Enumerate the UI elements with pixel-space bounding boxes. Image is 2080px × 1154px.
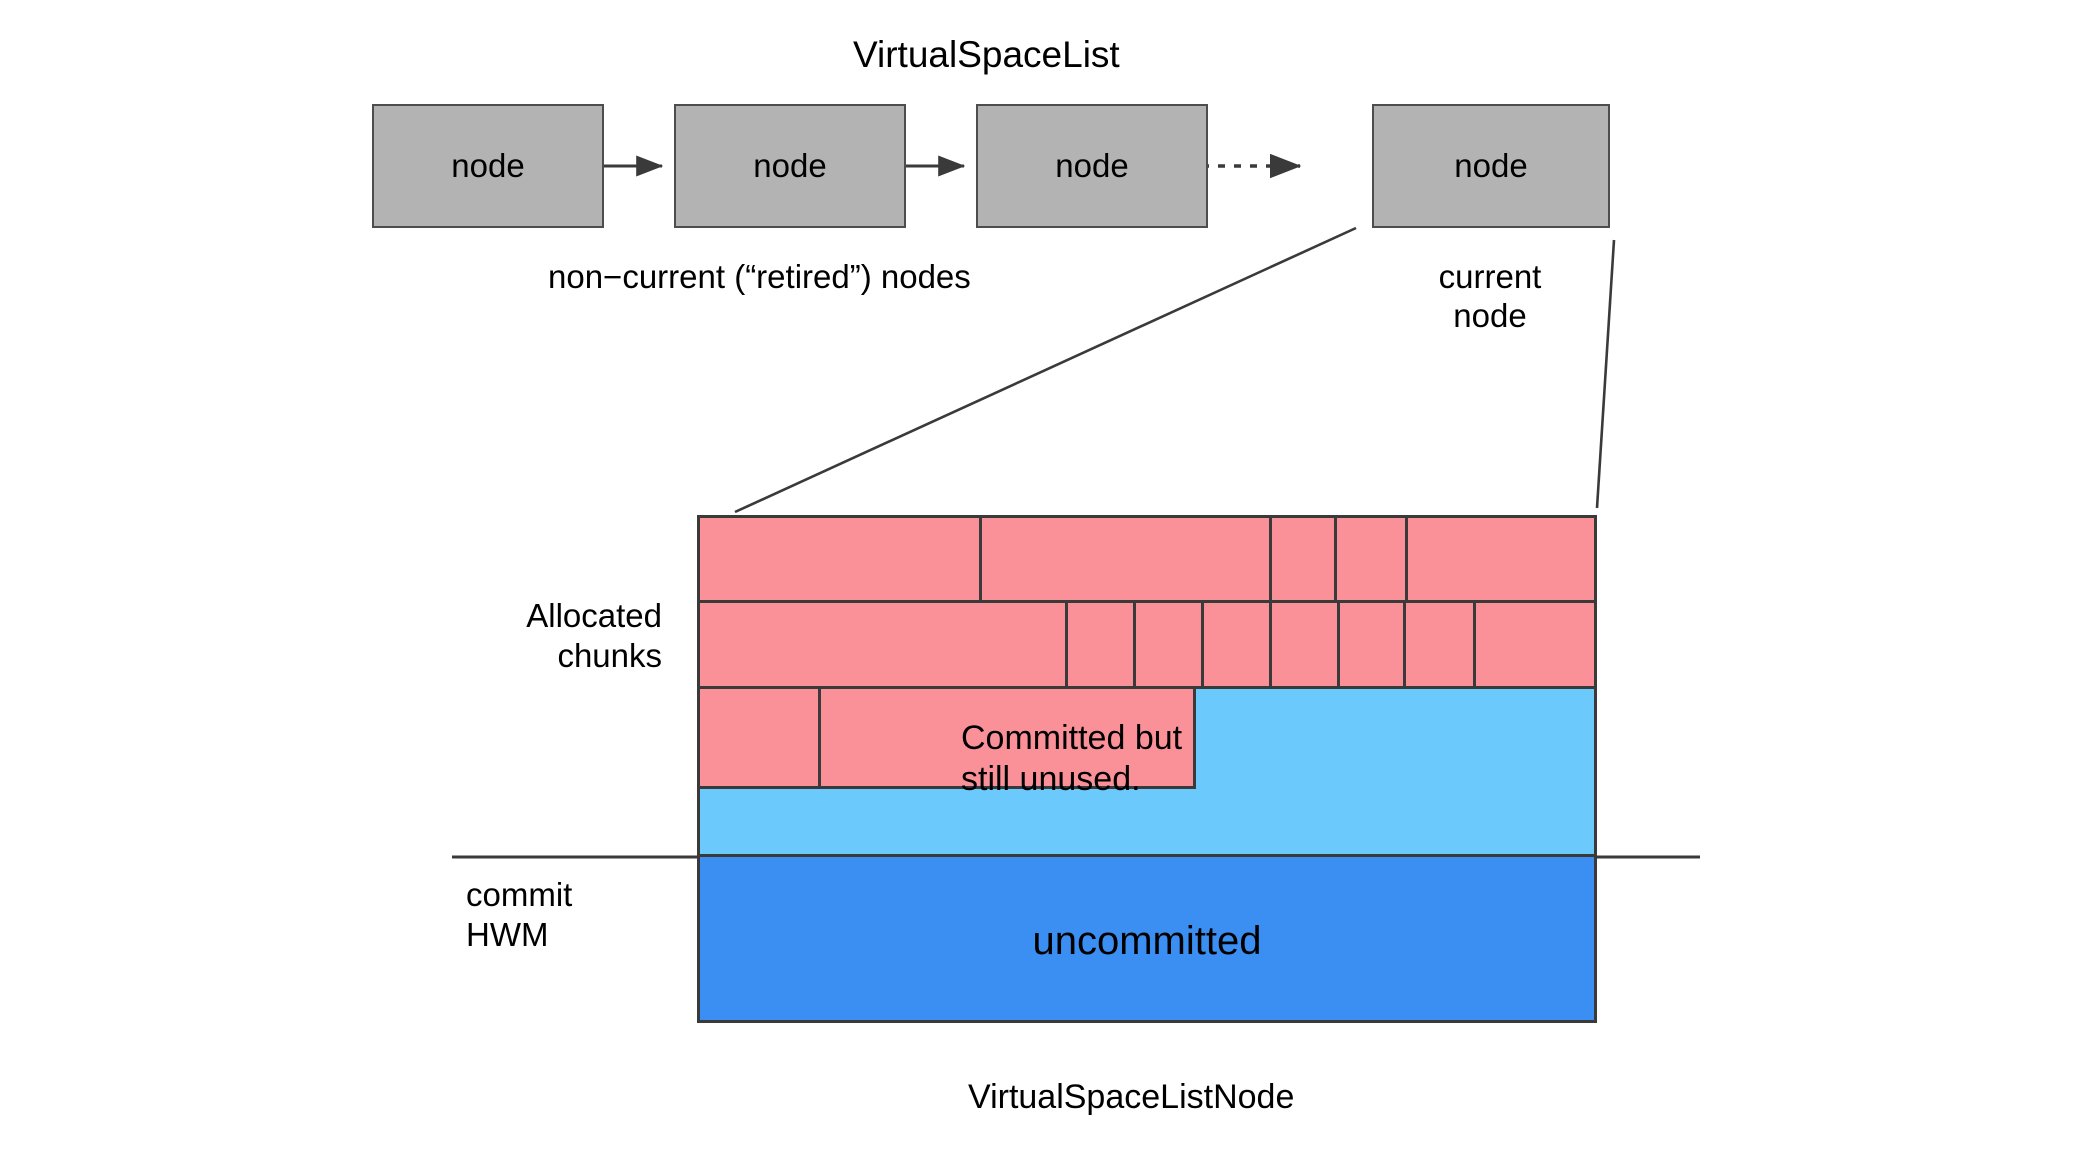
list-node-label: node — [753, 147, 827, 184]
allocated-chunk — [1136, 603, 1205, 689]
allocated-chunk — [821, 689, 1197, 789]
committed-unused-label: Committed but still unused. — [961, 719, 1183, 798]
allocated-chunk-row-2 — [700, 603, 1594, 689]
virtualspacelistnode-block: Committed but still unused. uncommitted — [697, 515, 1597, 1023]
allocated-chunk — [1272, 518, 1338, 603]
allocated-chunk — [981, 518, 1273, 603]
allocated-chunk — [1408, 518, 1594, 603]
allocated-chunk — [1406, 603, 1476, 689]
allocated-chunk — [1272, 603, 1341, 689]
list-node-2[interactable]: node — [674, 104, 906, 228]
retired-nodes-caption: non−current (“retired”) nodes — [548, 258, 971, 295]
allocated-chunk-row-3 — [700, 689, 1197, 789]
uncommitted-label: uncommitted — [1032, 919, 1262, 963]
allocated-chunk — [700, 518, 982, 603]
list-node-3[interactable]: node — [976, 104, 1208, 228]
allocated-chunk — [700, 689, 822, 789]
bottom-caption: VirtualSpaceListNode — [968, 1078, 1295, 1116]
allocated-chunk — [700, 603, 1069, 689]
commit-hwm-label: commit HWM — [466, 876, 573, 953]
allocated-chunk — [1068, 603, 1137, 689]
list-node-1[interactable]: node — [372, 104, 604, 228]
list-node-4-current[interactable]: node — [1372, 104, 1610, 228]
allocated-chunk — [1337, 518, 1409, 603]
current-node-caption: current node — [1438, 258, 1542, 334]
allocated-chunk — [1475, 603, 1594, 689]
allocated-chunk — [1204, 603, 1273, 689]
page-title: VirtualSpaceList — [853, 34, 1120, 75]
uncommitted-region: uncommitted — [700, 854, 1594, 1020]
allocated-chunk-row-1 — [700, 518, 1594, 603]
allocated-chunks-label: Allocated chunks — [526, 597, 662, 674]
list-node-label: node — [1055, 147, 1129, 184]
list-node-label: node — [1454, 147, 1528, 184]
list-node-label: node — [451, 147, 525, 184]
allocated-chunk — [1340, 603, 1407, 689]
